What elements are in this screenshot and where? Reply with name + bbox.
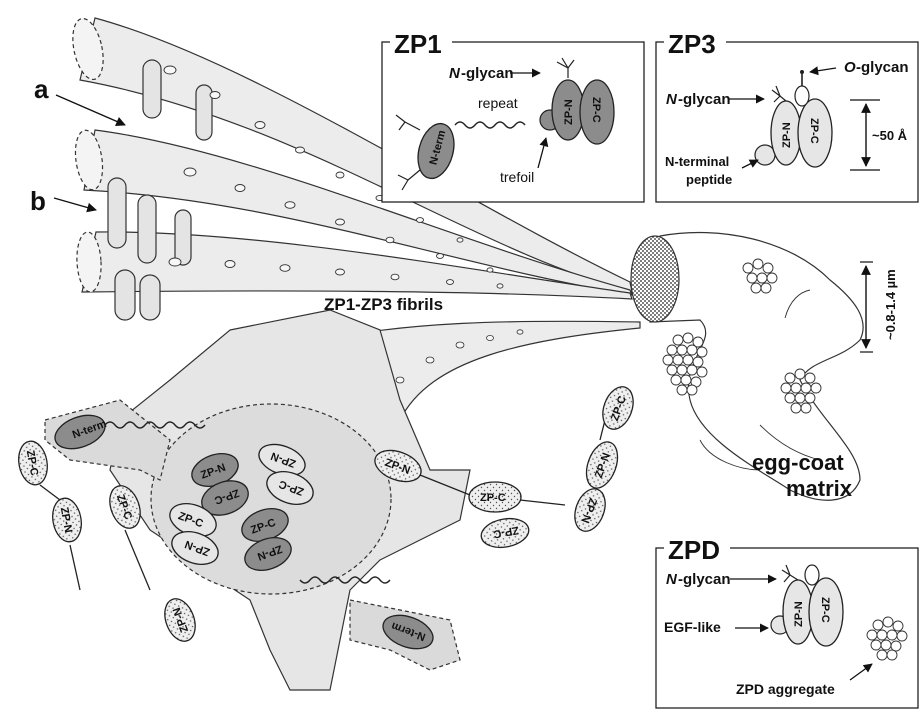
label-a: a (34, 74, 49, 104)
label-a-arrow (56, 95, 125, 125)
zpd-title: ZPD (668, 535, 720, 565)
zp3-size-label: ~50 Å (872, 128, 908, 143)
zp3-nglycan-n: N (666, 91, 678, 108)
zp3-zpn-label: ZP-N (781, 122, 793, 148)
zp3-nglycan-rest: -glycan (678, 91, 731, 108)
zp3-zpc-label: ZP-C (808, 118, 820, 144)
zpd-nglycan-n: N (666, 571, 678, 588)
zp3-nterm-peptide (755, 145, 775, 165)
zp1-zpn-label: ZP-N (563, 99, 575, 125)
label-b: b (30, 186, 46, 216)
egg-coat-label: egg-coat (752, 450, 844, 475)
zpd-aggregate-label: ZPD aggregate (736, 681, 835, 697)
matrix-label: matrix (786, 476, 853, 501)
diameter-label: ~0.8-1.4 µm (883, 269, 898, 340)
zp1-trefoil-label: trefoil (500, 169, 534, 185)
zp3-nterm-label-2: peptide (686, 172, 732, 187)
zp3-panel: ZP3 ZP-N ZP-C N -glycan O -glycan N-term… (656, 26, 918, 202)
zp1-zpc-label: ZP-C (590, 97, 602, 123)
zp1-title: ZP1 (394, 29, 442, 59)
zpd-egf-label: EGF-like (664, 619, 721, 635)
zp1-nglycan-rest: -glycan (461, 65, 514, 82)
fibrils-label: ZP1-ZP3 fibrils (324, 295, 443, 314)
zp1-panel: ZP1 N-term ZP-N ZP-C N -glycan repeat tr… (382, 26, 644, 202)
zpd-zpn-label: ZP-N (793, 601, 805, 627)
free-right-zpc-1: ZP-C (480, 492, 506, 504)
label-b-arrow (54, 198, 96, 210)
zp3-oglycan-rest: -glycan (856, 59, 909, 76)
zp3-title: ZP3 (668, 29, 716, 59)
zp1-nglycan-n: N (449, 65, 461, 82)
zpd-zpc-label: ZP-C (819, 597, 831, 623)
zp3-nterm-label-1: N-terminal (665, 154, 729, 169)
zp1-repeat-label: repeat (478, 95, 518, 111)
zpd-nglycan-rest: -glycan (678, 571, 731, 588)
zp3-oglycan-o: O (844, 59, 856, 76)
zpd-panel: ZPD ZP-N ZP-C N -glycan EGF-like ZPD agg… (656, 532, 918, 708)
